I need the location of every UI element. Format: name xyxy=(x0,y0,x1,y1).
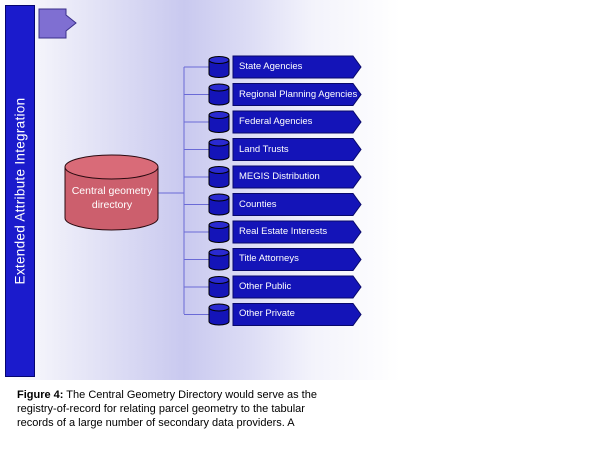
database-cylinder-icon xyxy=(208,142,230,161)
database-cylinder-top xyxy=(208,221,230,229)
database-cylinder-icon xyxy=(208,169,230,188)
target-arrow-banner xyxy=(232,138,362,161)
forward-arrow-icon[interactable] xyxy=(38,8,78,40)
database-cylinder-icon xyxy=(208,279,230,298)
database-cylinder-icon xyxy=(208,252,230,271)
target-label-state-agencies: State Agencies xyxy=(239,61,303,72)
central-geometry-label: Central geometry directory xyxy=(66,184,158,212)
central-geometry-cylinder xyxy=(64,154,159,231)
target-label-land-trusts: Land Trusts xyxy=(239,144,289,155)
target-arrow-banner xyxy=(232,248,362,271)
figure-caption: Figure 4: The Central Geometry Directory… xyxy=(17,388,377,430)
target-arrow-banner xyxy=(232,165,362,189)
database-cylinder-icon xyxy=(208,224,230,243)
target-label-megis-distribution: MEGIS Distribution xyxy=(239,171,320,182)
caption-line1: The Central Geometry Directory would ser… xyxy=(63,389,317,401)
database-cylinder-top xyxy=(208,111,230,119)
central-label-line2: directory xyxy=(91,199,133,211)
target-label-counties: Counties xyxy=(239,199,277,210)
figure-label: Figure 4: xyxy=(17,389,64,401)
database-cylinder-top xyxy=(208,83,230,92)
target-label-title-attorneys: Title Attorneys xyxy=(239,253,299,264)
connector-diagram xyxy=(64,55,362,326)
database-cylinder-icon xyxy=(208,59,230,78)
database-cylinder-top xyxy=(208,166,230,174)
target-arrow-banner xyxy=(232,193,362,216)
target-label-other-private: Other Private xyxy=(239,308,295,319)
target-arrow-banner xyxy=(232,220,362,244)
database-cylinder-top xyxy=(208,248,230,257)
target-arrow-banner xyxy=(232,110,362,134)
target-arrow-banner xyxy=(232,303,362,326)
target-label-real-estate-interests: Real Estate Interests xyxy=(239,226,328,237)
database-cylinder-top xyxy=(208,138,230,147)
target-arrow-banner xyxy=(232,83,362,106)
target-label-regional-planning: Regional Planning Agencies xyxy=(239,89,358,100)
target-label-federal-agencies: Federal Agencies xyxy=(239,116,313,127)
database-cylinder-top xyxy=(208,193,230,202)
database-cylinder-top xyxy=(208,276,230,284)
database-cylinder-icon xyxy=(208,114,230,133)
target-label-other-public: Other Public xyxy=(239,281,292,292)
caption-line3: records of a large number of secondary d… xyxy=(17,417,295,429)
database-cylinder-top xyxy=(208,56,230,64)
database-cylinder-icon xyxy=(208,307,230,326)
database-cylinder-icon xyxy=(208,87,230,106)
database-cylinder-top xyxy=(208,303,230,312)
target-arrow-banner xyxy=(232,275,362,299)
database-cylinder-icon xyxy=(208,197,230,216)
central-label-line1: Central geometry xyxy=(71,185,153,197)
target-arrow-banner xyxy=(232,55,362,79)
caption-line2: registry-of-record for relating parcel g… xyxy=(17,403,305,415)
sidebar-title-bar: Extended Attribute Integration xyxy=(5,5,35,377)
